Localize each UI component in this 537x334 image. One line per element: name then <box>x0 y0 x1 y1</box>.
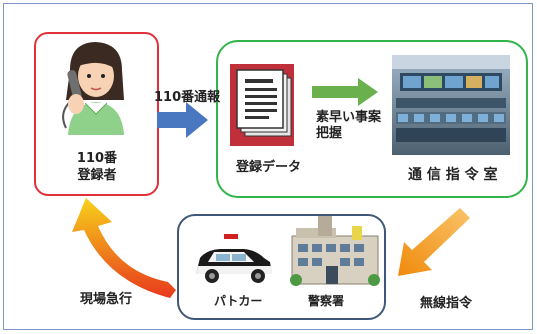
radio-command-label: 無線指令 <box>420 296 473 311</box>
command-room-label: 通 信 指 令 室 <box>408 167 498 183</box>
registrant-label: 110番 登録者 <box>58 150 136 184</box>
patrol-car-icon <box>196 234 272 283</box>
call-label: 110番通報 <box>154 90 221 105</box>
dispatch-label: 現場急行 <box>80 292 133 307</box>
call-arrow-icon <box>157 102 208 138</box>
command-room-photo <box>392 55 510 155</box>
police-station-icon <box>290 216 380 286</box>
police-station-label: 警察署 <box>308 294 345 308</box>
grasp-label: 素早い事案 把握 <box>316 110 381 142</box>
grasp-label-line1: 素早い事案 <box>316 110 382 125</box>
registrant-label-line2: 登録者 <box>77 168 117 183</box>
dispatch-arrow-icon <box>72 198 176 298</box>
caller-woman-icon <box>62 42 124 135</box>
patrol-car-label: パトカー <box>214 294 263 308</box>
grasp-arrow-icon <box>312 78 378 106</box>
grasp-label-line2: 把握 <box>316 126 343 141</box>
registrant-label-line1: 110番 <box>76 151 118 166</box>
registered-data-label: 登録データ <box>236 160 302 175</box>
radio-command-arrow-icon <box>398 208 470 276</box>
registered-data-icon <box>230 64 294 146</box>
